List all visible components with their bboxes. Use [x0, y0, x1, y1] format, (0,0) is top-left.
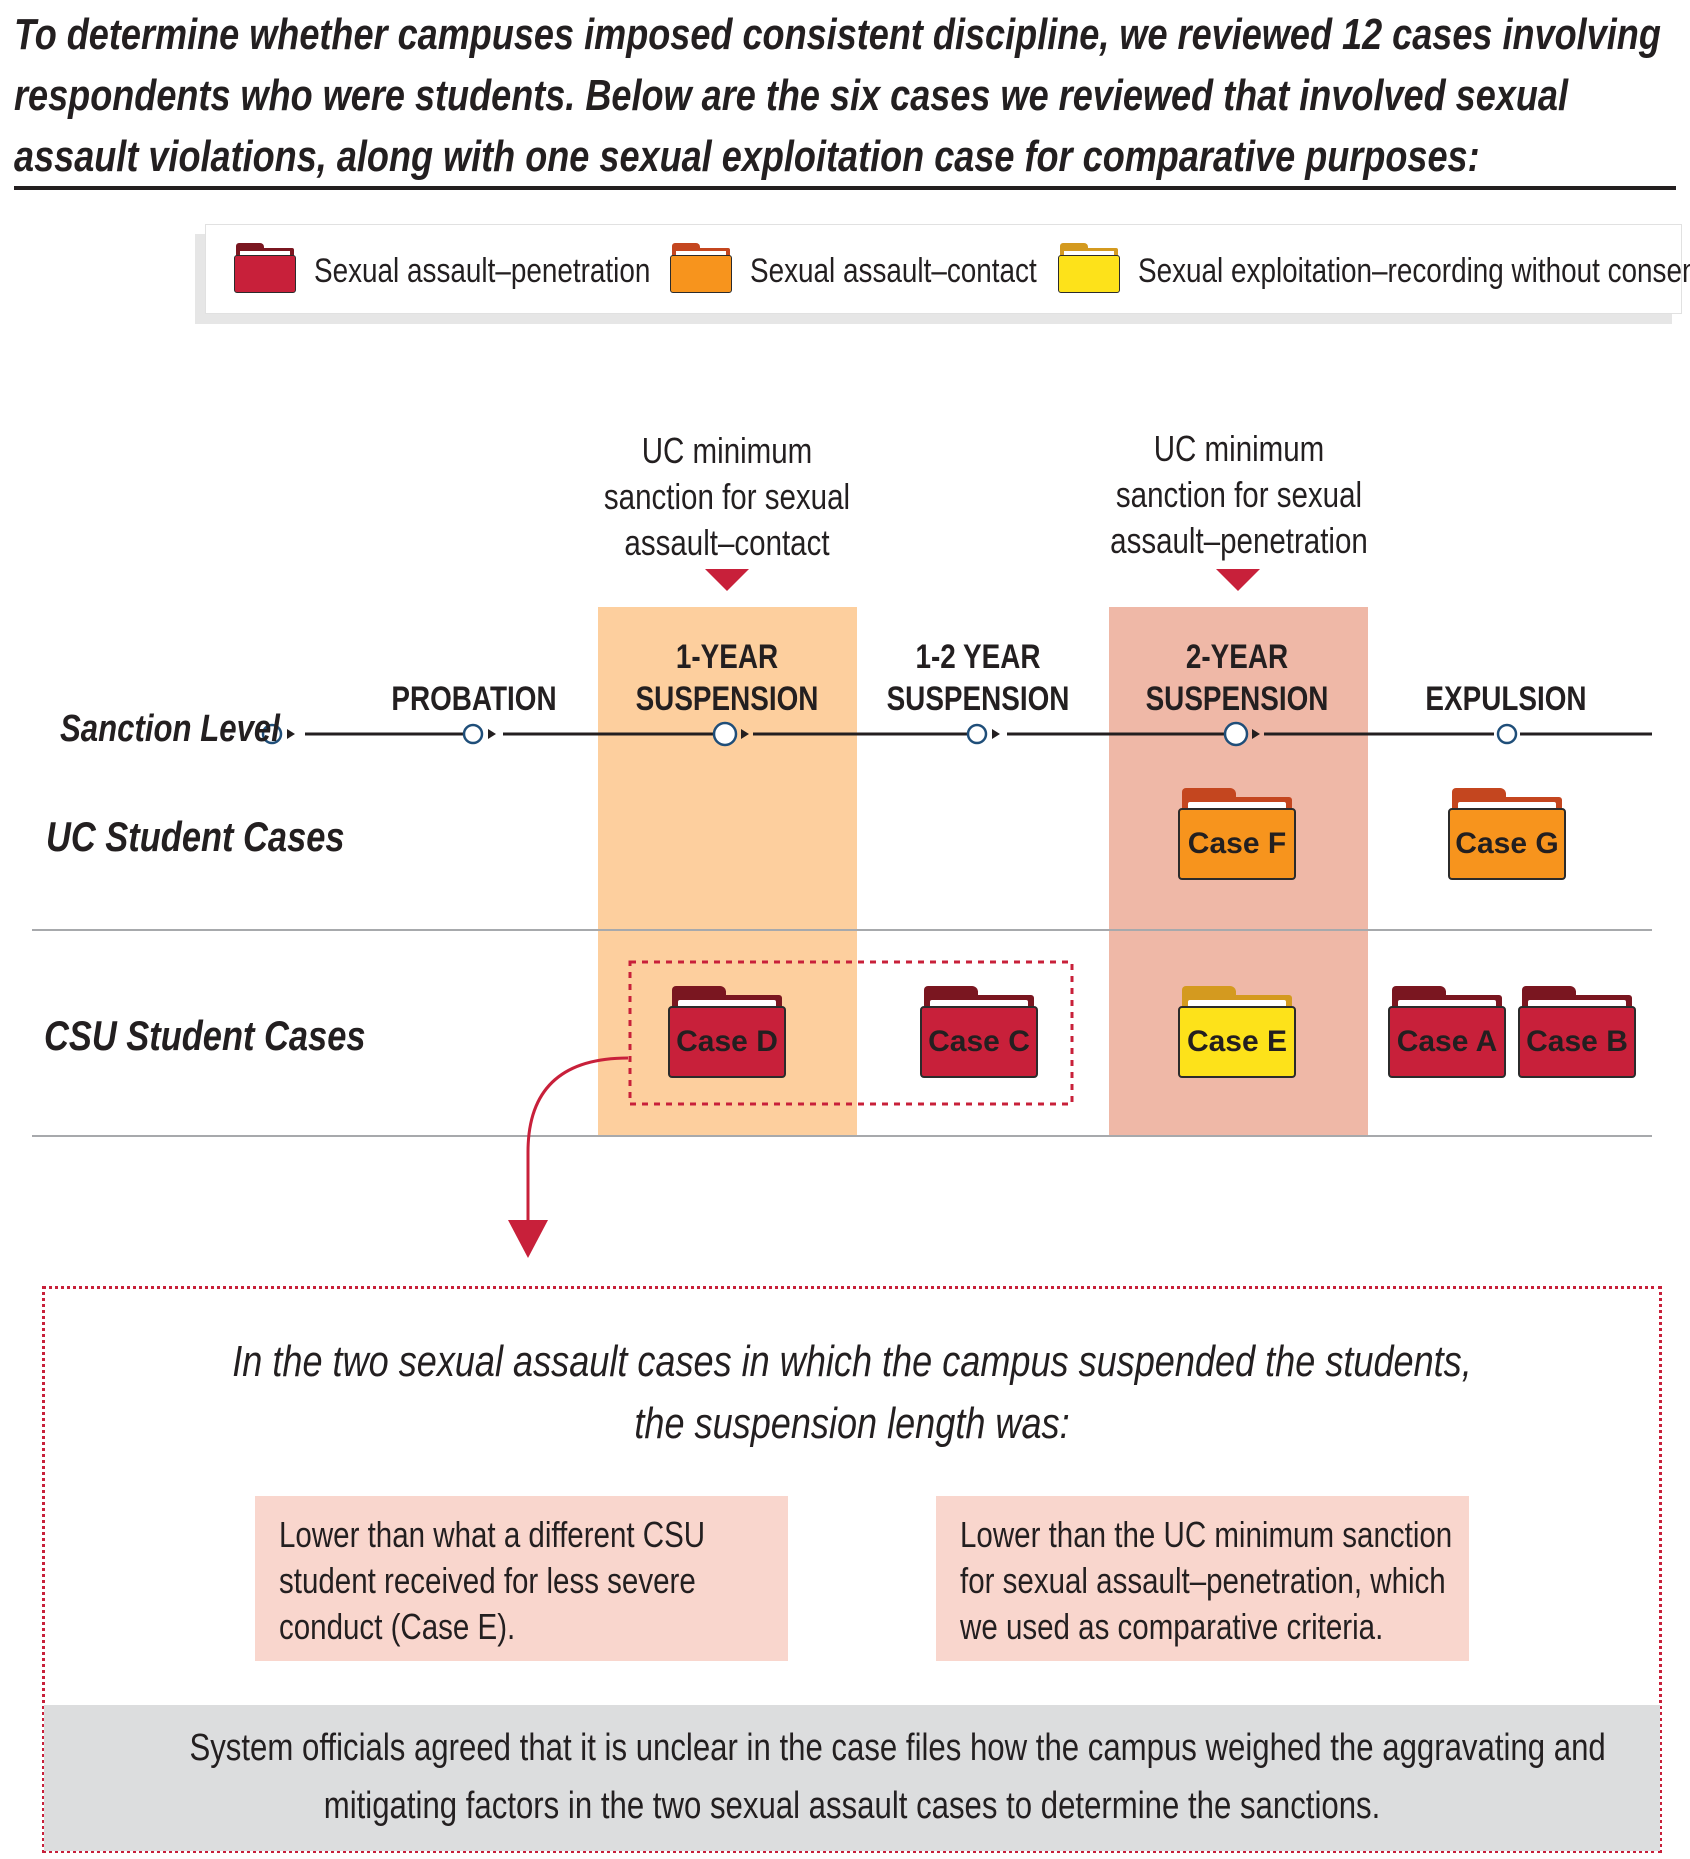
- axis-label: Sanction Level: [60, 708, 280, 750]
- case-c-label: Case C: [920, 1006, 1038, 1078]
- intro-paragraph: To determine whether campuses imposed co…: [14, 4, 1690, 187]
- yellow-folder-icon: [1058, 243, 1120, 293]
- case-a-label: Case A: [1388, 1006, 1506, 1078]
- row-label-csu: CSU Student Cases: [44, 1012, 366, 1059]
- intro-divider: [14, 186, 1676, 190]
- arrow-down-icon: [508, 1220, 548, 1258]
- case-e-folder: Case E: [1178, 986, 1296, 1078]
- row-label-uc: UC Student Cases: [46, 813, 345, 860]
- node-expulsion-icon: [1494, 722, 1520, 746]
- level-1-2-year-suspension: 1-2 YEAR SUSPENSION: [886, 638, 1070, 718]
- officials-note: System officials agreed that it is uncle…: [44, 1705, 1660, 1851]
- red-folder-icon: [234, 243, 296, 293]
- case-b-label: Case B: [1518, 1006, 1636, 1078]
- callout-heading: In the two sexual assault cases in which…: [232, 1337, 1472, 1448]
- intro-line: respondents who were students. Below are…: [14, 71, 1569, 120]
- case-a-folder: Case A: [1388, 986, 1506, 1078]
- level-expulsion: EXPULSION: [1425, 680, 1587, 718]
- marker-penetration-icon: [1216, 569, 1260, 591]
- node-1-2-year-icon: [966, 720, 1007, 748]
- legend: Sexual assault–penetration Sexual assaul…: [205, 224, 1690, 314]
- case-g-folder: Case G: [1448, 788, 1566, 880]
- case-d-c-highlight: [628, 960, 1074, 1106]
- level-2-year-suspension: 2-YEAR SUSPENSION: [1145, 638, 1329, 718]
- uc-minimum-contact-label: UC minimum sanction for sexual assault–c…: [603, 430, 851, 563]
- row-divider: [32, 929, 1652, 931]
- intro-line: To determine whether campuses imposed co…: [14, 10, 1661, 59]
- finding-box-1: Lower than what a different CSU student …: [255, 1496, 788, 1661]
- node-1-year-icon: [712, 720, 753, 748]
- orange-folder-icon: [670, 243, 732, 293]
- case-d-label: Case D: [668, 1006, 786, 1078]
- case-b-folder: Case B: [1518, 986, 1636, 1078]
- marker-contact-icon: [705, 569, 749, 591]
- level-1-year-suspension: 1-YEAR SUSPENSION: [635, 638, 819, 718]
- finding-box-2: Lower than the UC minimum sanction for s…: [936, 1496, 1469, 1661]
- axis-start-node-icon: [261, 723, 295, 745]
- legend-label-penetration: Sexual assault–penetration: [314, 252, 651, 290]
- case-f-label: Case F: [1178, 808, 1296, 880]
- intro-line: assault violations, along with one sexua…: [14, 132, 1480, 181]
- case-highlight-overlay: [508, 960, 1074, 1258]
- sanction-axis: [261, 569, 1652, 748]
- case-g-label: Case G: [1448, 808, 1566, 880]
- case-e-label: Case E: [1178, 1006, 1296, 1078]
- legend-label-exploitation: Sexual exploitation–recording without co…: [1138, 252, 1690, 290]
- callout-arrow-line: [526, 1056, 629, 1220]
- case-d-folder: Case D: [668, 986, 786, 1078]
- node-probation-icon: [462, 720, 503, 748]
- case-c-folder: Case C: [920, 986, 1038, 1078]
- level-probation: PROBATION: [391, 680, 557, 718]
- legend-label-contact: Sexual assault–contact: [750, 252, 1037, 290]
- row-divider: [32, 1135, 1652, 1137]
- case-f-folder: Case F: [1178, 788, 1296, 880]
- node-2-year-icon: [1223, 720, 1264, 748]
- callout-box: [42, 1286, 1662, 1853]
- uc-minimum-penetration-label: UC minimum sanction for sexual assault–p…: [1110, 428, 1368, 561]
